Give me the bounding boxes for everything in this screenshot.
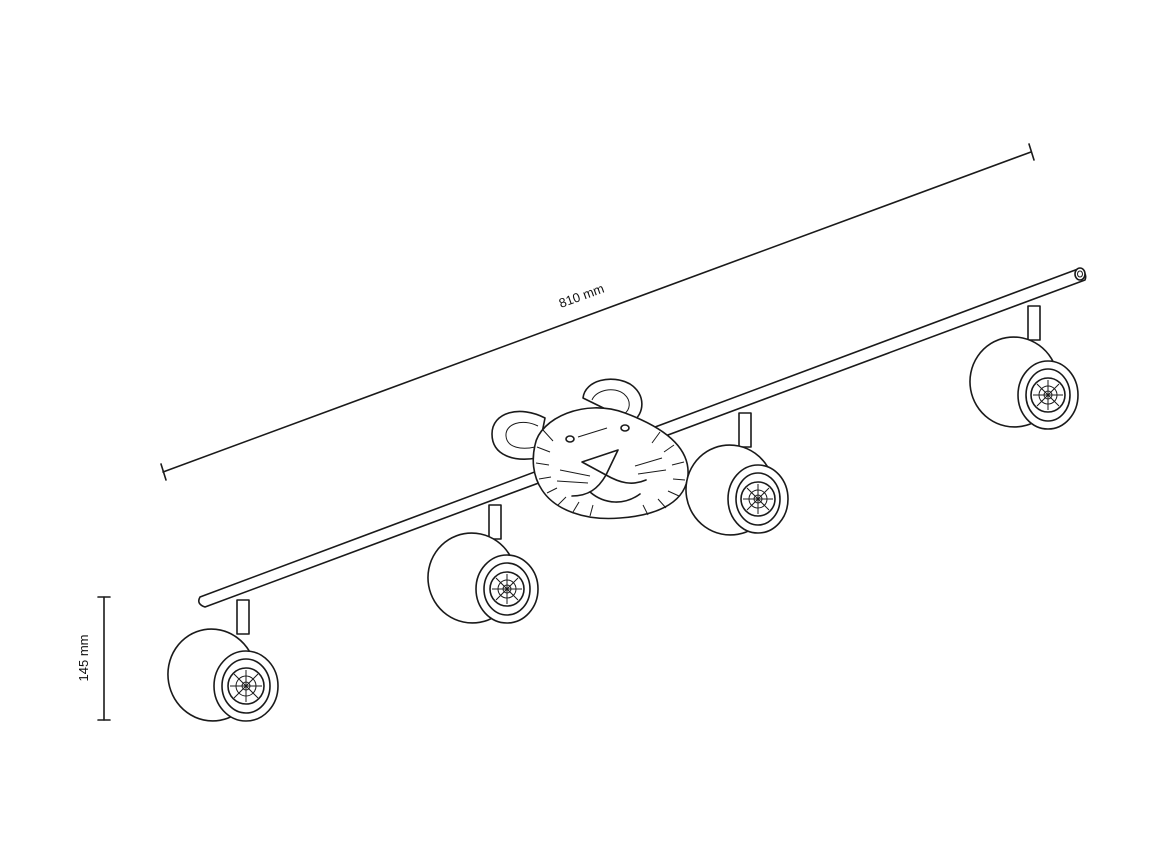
- spotlight-4: [969, 336, 1079, 430]
- spotlight-stems: [236, 305, 1041, 635]
- spotlight-2: [427, 532, 539, 624]
- lion-face-centerpiece: [491, 378, 689, 520]
- height-dimension: 145 mm: [76, 596, 111, 721]
- spotlight-1: [167, 628, 279, 722]
- spotlight-3: [685, 444, 789, 536]
- length-label: 810 mm: [557, 281, 606, 311]
- height-label: 145 mm: [76, 635, 91, 682]
